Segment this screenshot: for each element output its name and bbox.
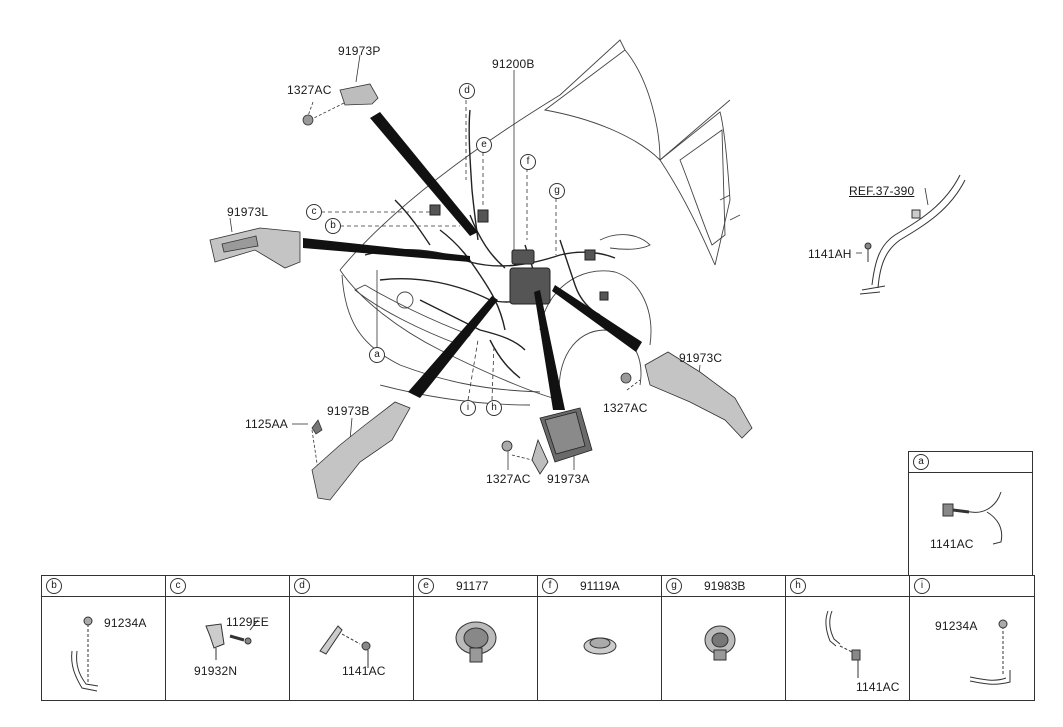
clip-illustration [969,619,1011,685]
fender [339,269,561,401]
wheel-arch [539,270,652,346]
detail-g-part-91983B: 91983B [704,579,746,593]
detail-e-part-91177: 91177 [456,579,489,593]
cable-bolt-illustration [825,610,861,678]
detail-c-part-91932N: 91932N [194,664,238,678]
detail-cell-header: b [42,576,165,597]
detail-callout-d: d [294,578,310,594]
windshield-outline [624,49,716,266]
detail-cell-header: d [290,576,413,597]
detail-d-part-1141AC: 1141AC [342,664,386,678]
callout-e[interactable]: e [476,137,492,153]
detail-callout-i: i [914,578,930,594]
detail-cell-e: e 91177 [414,576,538,700]
detail-cell-header: c [166,576,289,597]
part-label-1125AA: 1125AA [245,417,289,431]
detail-cell-d: d 1141AC [290,576,414,700]
detail-cell-header: h [786,576,909,597]
detail-h-part-1141AC: 1141AC [856,680,900,694]
detail-callout-a: a [913,454,929,470]
grommet-illustration [455,621,497,663]
callout-b[interactable]: b [325,218,341,234]
callout-d[interactable]: d [459,83,475,99]
detail-callout-c: c [170,578,186,594]
detail-i-part-91234A: 91234A [935,619,978,633]
hood-outline [339,39,731,271]
part-label-1327AC-top: 1327AC [287,83,332,97]
bracket-illustration [319,625,371,668]
part-label-1141AH: 1141AH [808,247,852,261]
reference-label[interactable]: REF.37-390 [849,184,915,198]
leader-91973C [552,285,642,352]
detail-cell-header: i [910,576,1034,597]
callout-f[interactable]: f [520,154,536,170]
wheel [558,329,642,401]
part-label-91973B: 91973B [327,404,370,418]
detail-cell-b: b 91234A [42,576,166,700]
grille [354,284,471,346]
bracket-bolt-illustration [205,619,259,660]
grommet-illustration [704,625,736,661]
callout-a[interactable]: a [369,347,385,363]
detail-cell-header: f 91119A [538,576,661,597]
part-label-91973C: 91973C [679,351,723,365]
detail-f-part-91119A: 91119A [580,579,620,593]
side-window [679,129,726,246]
leader-91973L [303,238,470,262]
detail-callout-b: b [46,578,62,594]
part-label-91973P: 91973P [338,44,381,58]
part-label-1327AC-right: 1327AC [603,401,648,415]
detail-cell-i: i 91234A [910,576,1034,700]
detail-box-a-header: a [909,452,1032,473]
callout-c[interactable]: c [306,204,322,220]
leader-91973P [370,112,478,236]
detail-callout-g: g [666,578,682,594]
callout-i[interactable]: i [460,400,476,416]
part-label-91200B: 91200B [492,57,535,71]
part-label-1327AC-bottom: 1327AC [486,472,531,486]
detail-a-part-1141AC: 1141AC [930,537,974,551]
detail-cell-c: c 1129EE 91932N [166,576,290,700]
clip-illustration [71,616,99,692]
detail-cell-g: g 91983B [662,576,786,700]
detail-cell-h: h 1141AC [786,576,910,700]
leader-91973A [534,290,565,410]
detail-cell-header: g 91983B [662,576,785,597]
callout-g[interactable]: g [549,183,565,199]
detail-callout-h: h [790,578,806,594]
part-label-91973L: 91973L [227,205,269,219]
detail-box-a: a 1141AC [908,451,1033,575]
leader-91973B [408,296,498,398]
detail-cell-header: e 91177 [414,576,537,597]
detail-callout-e: e [418,578,434,594]
callout-h[interactable]: h [486,400,502,416]
part-label-91973A: 91973A [547,472,590,486]
detail-b-part-91234A: 91234A [104,616,147,630]
front-bumper [341,274,541,393]
detail-a-illustration [942,491,1003,545]
detail-cell-f: f 91119A [538,576,662,700]
a-pillar [659,111,731,266]
plug-illustration [583,637,617,655]
detail-callout-f: f [542,578,558,594]
detail-c-part-1129EE: 1129EE [226,615,270,629]
detail-grid: b 91234A c [41,575,1035,701]
junction-box [509,267,551,305]
